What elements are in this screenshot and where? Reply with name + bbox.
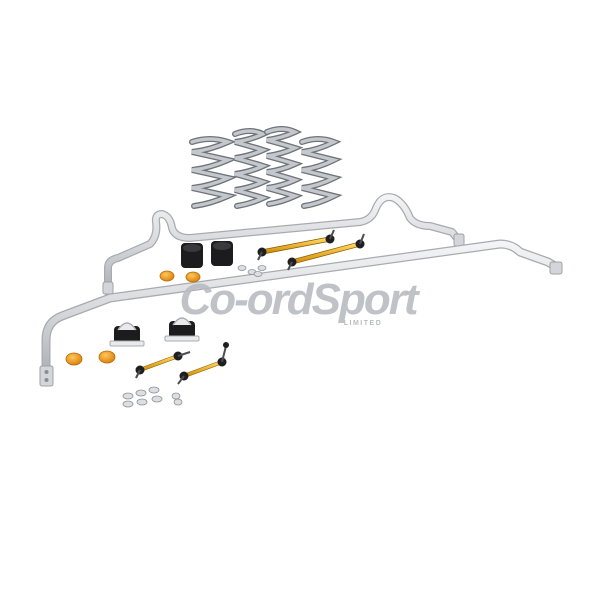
coil-spring-4 [299,136,343,209]
front-bushings [181,241,233,268]
washer [136,398,148,406]
lock-nut [98,350,116,364]
washer [257,265,267,271]
bar-end-tab [453,233,465,247]
washer [253,271,263,277]
washer [148,386,160,394]
coil-spring-1 [189,136,238,209]
link-rod [135,351,191,379]
lock-nut [65,352,83,366]
bushing [211,241,233,266]
rear-link-rods [135,342,229,385]
washer [237,265,247,271]
watermark-brand: Co-ordSport [179,275,420,324]
watermark-tagline: LIMITED [344,320,383,327]
rear-bushings [109,317,200,347]
washer [135,389,147,397]
link-rod [257,229,335,261]
coil-spring-3 [264,126,304,207]
coil-spring-2 [232,128,272,209]
coil-springs [189,126,343,209]
washer [122,392,134,400]
washers [122,265,267,408]
bar-end-tab [39,365,54,387]
bushing [181,243,203,268]
bar-end-tab [102,281,114,295]
front-link-rods [257,229,365,271]
watermark: Co-ordSport LIMITED [179,275,422,327]
front-anti-roll-bar [102,193,465,296]
bushing-with-bracket [164,317,200,342]
bar-end-tab [549,261,563,275]
washer [173,398,183,406]
lock-nut [159,270,175,282]
washer [151,395,163,403]
washer [122,400,134,408]
bushing-with-bracket [109,322,145,347]
washer [171,392,181,400]
lock-nut [185,271,201,283]
link-rod [287,233,365,271]
link-rod [177,342,229,385]
rear-anti-roll-bar [39,239,563,387]
lock-nuts [65,270,201,366]
